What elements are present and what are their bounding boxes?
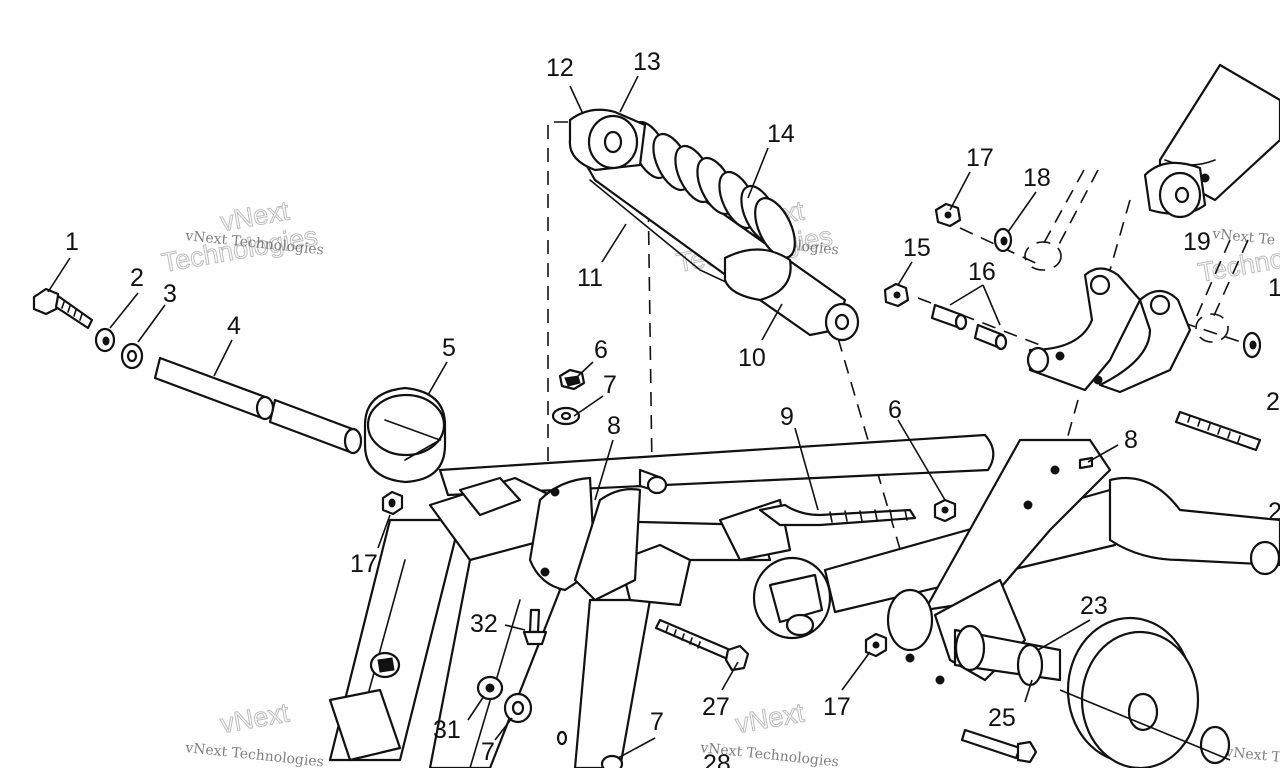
callout-7: 7 [481, 738, 495, 766]
callout-1: 1 [65, 228, 79, 256]
callout-10: 10 [738, 344, 766, 372]
callout-28: 28 [703, 750, 731, 768]
front-torque-arm [328, 386, 1280, 768]
callout-27: 27 [702, 693, 730, 721]
callout-12: 12 [546, 54, 574, 82]
callout-18: 18 [1023, 164, 1051, 192]
callout-6: 6 [594, 336, 608, 364]
callout-19: 19 [1183, 228, 1211, 256]
callout-7: 7 [650, 708, 664, 736]
callout-17: 17 [966, 144, 994, 172]
callout-15: 15 [903, 234, 931, 262]
shock-absorber [568, 108, 860, 342]
callout-23: 23 [1080, 592, 1108, 620]
center-hardware [381, 368, 1038, 768]
callout-14: 14 [767, 120, 795, 148]
callout-11: 11 [577, 264, 603, 292]
callout-4: 4 [227, 312, 241, 340]
callout-3: 3 [163, 280, 177, 308]
callout-5: 5 [442, 334, 456, 362]
callout-7: 7 [603, 371, 617, 399]
callout-25: 25 [988, 704, 1016, 732]
callout-2: 2 [1266, 388, 1280, 416]
callout-1: 1 [1268, 274, 1280, 302]
watermark-text-partial: vNext Te [1211, 226, 1276, 249]
callout-9: 9 [780, 403, 794, 431]
rear-shock-mount-hardware [883, 63, 1280, 470]
watermark-big-top: vNext [733, 698, 807, 740]
callout-6: 6 [888, 396, 902, 424]
spring-coils [630, 120, 796, 259]
leader-lines [47, 75, 1119, 759]
callout-2: 2 [130, 264, 144, 292]
watermark-text-partial: vNext Te [1224, 744, 1280, 767]
front-pivot-hardware [32, 287, 363, 455]
watermark-big-top: vNext [218, 698, 292, 740]
callout-32: 32 [470, 610, 498, 638]
callout-8: 8 [1124, 426, 1138, 454]
callout-2: 2 [1268, 498, 1280, 526]
callout-13: 13 [633, 48, 661, 76]
watermark-text: vNext Technologies [184, 740, 325, 768]
callout-8: 8 [607, 412, 621, 440]
callout-17: 17 [350, 550, 378, 578]
callout-31: 31 [433, 716, 461, 744]
callout-17: 17 [823, 693, 851, 721]
callout-labels: 1 2 3 4 5 6 7 8 12 13 14 11 10 9 6 8 17 … [65, 48, 1280, 768]
callout-16: 16 [968, 258, 996, 286]
